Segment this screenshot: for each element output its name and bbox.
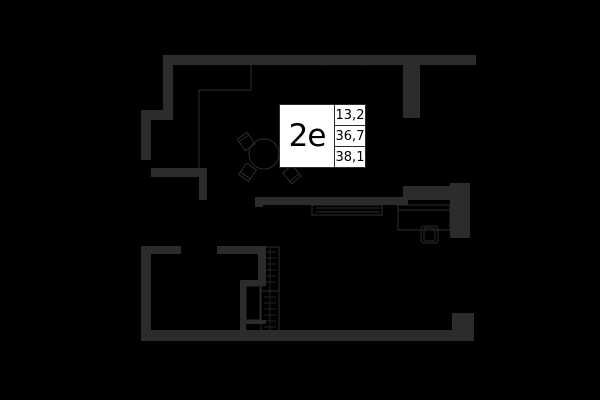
apartment-info-label: 2е 13,2 36,7 38,1 xyxy=(279,104,366,168)
living-area-value: 13,2 xyxy=(335,105,365,126)
total-area-value: 38,1 xyxy=(335,149,365,165)
area-value-2: 36,7 xyxy=(335,126,365,147)
area-values: 13,2 36,7 38,1 xyxy=(335,105,365,167)
apartment-type: 2е xyxy=(280,105,335,167)
walls xyxy=(141,55,476,341)
